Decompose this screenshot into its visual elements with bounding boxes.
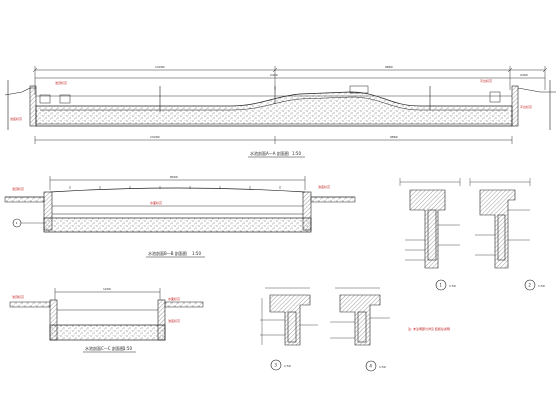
detail-4-scale: 1:50 [379,365,386,369]
section-aa-bottom-dim-1: 13200 [150,135,160,139]
section-aa-dim-3: 2400 [270,73,278,77]
detail-1 [399,178,461,269]
section-bb-level-3: 水面标高 [150,200,162,205]
section-cc-dim: 1200 [103,287,111,291]
section-bb: 8000 1 池顶标高 池底标高 水面标高 水池剖面B—B 剖面图 1:50 [4,175,356,258]
section-aa-level-4: 平台标高 [520,104,532,109]
section-aa-steps [39,85,501,104]
section-aa-title: 水池剖面A—A 剖面图 [250,150,289,156]
section-aa-dim-2: 9860 [385,65,393,69]
detail-3-label: 3 1:50 [270,359,291,371]
section-bb-title: 水池剖面B—B 剖面图 [148,250,187,256]
section-aa-slab [35,91,513,127]
detail-1-scale: 1:50 [449,284,456,288]
detail-1-bubble [435,279,447,291]
detail-4-bubble [365,360,377,372]
section-aa-level-1: 池顶标高 [55,80,67,85]
section-aa: 13200 9860 2400 2400 [4,65,556,158]
section-aa-scale: 1:50 [292,151,301,156]
section-aa-right-edge [511,80,556,130]
general-note: 注: 未注明部分详见 结施总说明 [408,326,450,331]
section-cc-level-1: 池顶标高 [12,294,24,299]
section-bb-ticks [69,186,281,189]
detail-4-label: 4 1:50 [365,360,386,372]
section-aa-level-3: 平台标高 [480,78,492,83]
section-bb-bubble-label: 1 [16,221,18,225]
section-aa-level-2: 池底标高 [10,116,22,121]
detail-4-id: 4 [369,364,372,369]
section-bb-scale: 1:50 [192,251,201,256]
section-bb-slab [43,217,312,233]
section-cc-scale: 1:50 [123,346,132,351]
detail-2-label: 2 1:50 [524,279,545,291]
detail-3-bubble [270,359,282,371]
detail-2-bubble [524,279,536,291]
detail-3-scale: 1:50 [284,364,291,368]
section-cc-level-3: 水面标高 [168,296,180,301]
section-bb-level-2: 池底标高 [318,184,330,189]
section-cc-slab [49,324,166,341]
section-aa-bottom-dim-2: 9860 [390,135,398,139]
section-aa-posts [159,86,431,112]
detail-2 [469,178,531,269]
detail-2-id: 2 [528,283,531,288]
detail-4 [330,287,390,346]
section-aa-left-edge [4,80,37,130]
detail-3-id: 3 [274,363,277,368]
section-bb-level-1: 池顶标高 [12,186,24,191]
section-aa-dim-1: 13200 [155,65,165,69]
section-cc-title: 水池剖面C—C 剖面图 [85,345,124,351]
detail-1-label: 1 1:50 [435,279,456,291]
section-bb-dim: 8000 [170,175,178,179]
detail-1-id: 1 [439,283,442,288]
detail-3 [260,287,318,346]
section-aa-bottom-dimension [34,136,513,144]
detail-2-scale: 1:50 [538,284,545,288]
section-cc: 1200 池顶标高 池底标高 水面标高 水池剖面C—C 剖面图 1:50 [9,287,204,353]
section-cc-level-2: 池底标高 [168,318,180,323]
section-aa-top-dimension [32,66,548,95]
section-aa-dim-4: 2400 [520,73,528,77]
